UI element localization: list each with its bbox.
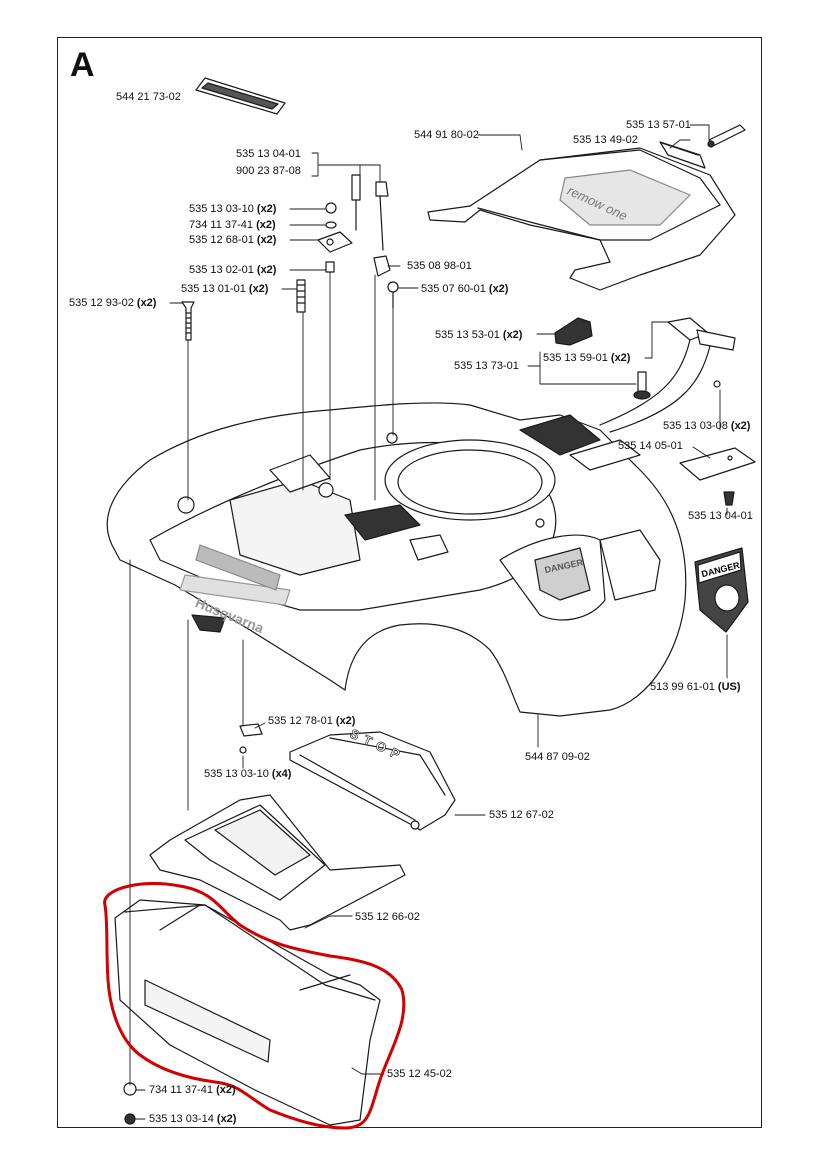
part-label: 544 91 80-02 (414, 129, 479, 141)
fastener-stack (181, 202, 353, 341)
assembly-guide-lines (129, 271, 394, 1086)
part-label: 535 13 73-01 (454, 360, 519, 372)
leader-lines (135, 124, 728, 1120)
sensor-bracket (599, 317, 736, 433)
part-label: 535 13 02-01 (x2) (189, 264, 277, 276)
part-label: 900 23 87-08 (236, 165, 301, 177)
part-label: 535 13 59-01 (x2) (543, 352, 631, 364)
part-label: 734 11 37-41 (x2) (149, 1084, 236, 1096)
decal-strip (195, 77, 286, 115)
front-bumper (114, 899, 381, 1126)
part-label: 734 11 37-41 (x2) (189, 219, 276, 231)
part-label: 544 21 73-02 (116, 91, 181, 103)
part-label: 513 99 61-01 (US) (650, 681, 741, 693)
part-label: 535 12 68-01 (x2) (189, 234, 277, 246)
part-label: 535 14 05-01 (618, 440, 683, 452)
part-label: 535 07 60-01 (x2) (421, 283, 509, 295)
cable-tie (351, 174, 399, 309)
part-label: 535 13 03-10 (x4) (204, 768, 292, 780)
small-fasteners (239, 723, 263, 754)
part-label: 544 87 09-02 (525, 751, 590, 763)
part-label: 535 12 45-02 (387, 1068, 452, 1080)
top-cover: remow one (427, 147, 736, 291)
part-label: 535 13 03-14 (x2) (149, 1113, 237, 1125)
hinge-pin (707, 124, 746, 148)
display-panel (149, 794, 406, 931)
part-label: 535 12 93-02 (x2) (69, 297, 157, 309)
diagram-frame (57, 37, 762, 1128)
part-label: 535 13 04-01 (236, 148, 301, 160)
danger-decal (694, 547, 749, 633)
highlight-outline (103, 881, 406, 1130)
part-label: 535 08 98-01 (407, 260, 472, 272)
bumper-fasteners (123, 1082, 137, 1125)
main-body-shell (106, 402, 687, 717)
part-label: 535 12 78-01 (x2) (268, 715, 356, 727)
part-label: 535 13 04-01 (688, 510, 753, 522)
part-label: 535 13 03-08 (x2) (663, 420, 751, 432)
part-label: 535 12 67-02 (489, 809, 554, 821)
part-label: 535 13 49-02 (573, 134, 638, 146)
part-label: 535 12 66-02 (355, 911, 420, 923)
cover-plate (679, 447, 756, 506)
part-label: 535 13 01-01 (x2) (181, 283, 269, 295)
part-label: 535 13 57-01 (626, 119, 691, 131)
part-label: 535 13 53-01 (x2) (435, 329, 523, 341)
charging-contact (554, 317, 593, 346)
section-letter: A (70, 46, 95, 84)
stop-button-cover (289, 731, 456, 831)
hinge-bracket (659, 141, 706, 169)
part-label: 535 13 03-10 (x2) (189, 203, 277, 215)
